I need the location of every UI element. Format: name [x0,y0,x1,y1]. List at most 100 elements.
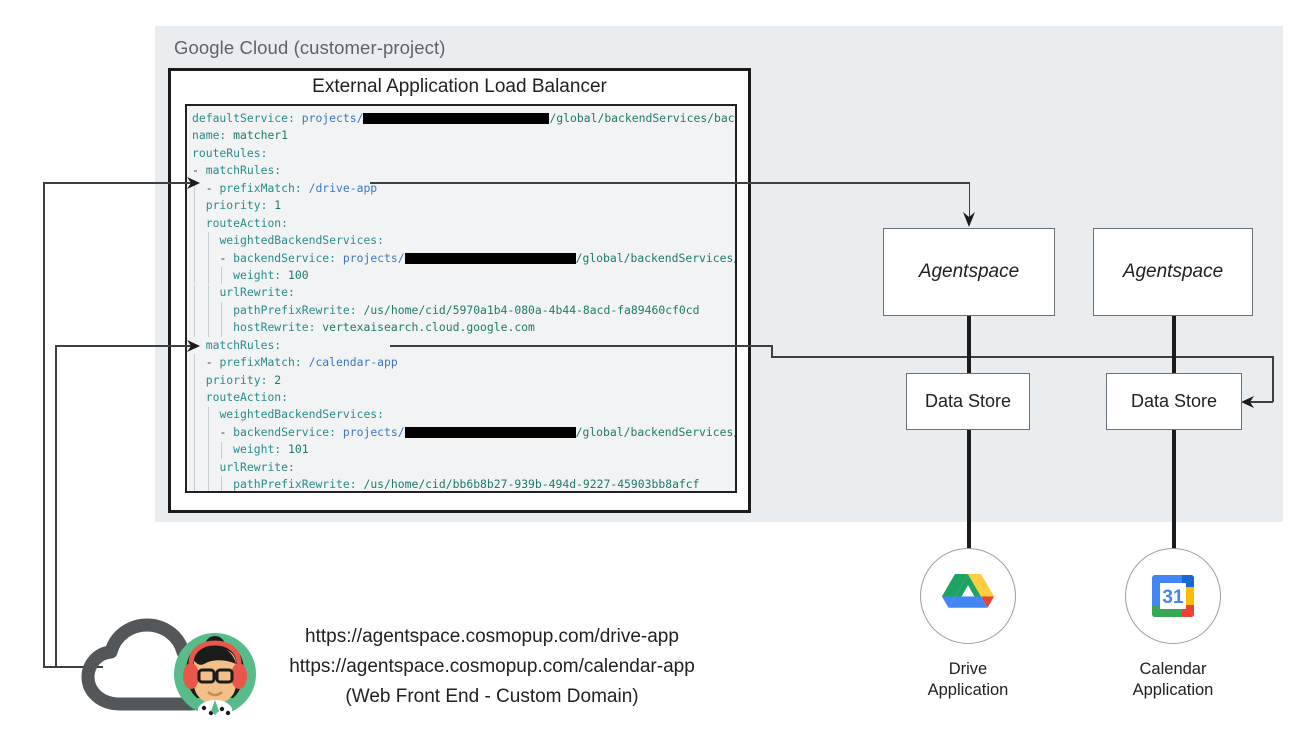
indent-guide [194,441,195,459]
line-calendar-route-vertical-2 [1272,356,1274,402]
indent-guide [221,267,223,285]
arrowhead-drive-prefixmatch [187,177,200,189]
arrowhead-calendar-prefixmatch [187,340,200,352]
indent-guide [194,267,195,285]
yaml-line: weightedBackendServices: [219,407,385,422]
indent-guide [207,406,209,425]
indent-guide [194,301,195,320]
indent-guide [194,459,195,477]
indent-guide [207,232,209,250]
calendar-label-line2: Application [1132,681,1214,699]
connector-agentspace1-datastore1 [967,316,971,373]
arrowhead-into-datastore-2 [1241,396,1254,408]
yaml-line: weight: 101 [233,442,309,457]
agentspace-box-2-label: Agentspace [1122,261,1224,282]
indent-guide [221,319,223,337]
yaml-line: - backendService: projects//global/backe… [219,424,735,439]
google-calendar-icon: 31 [1152,575,1194,617]
indent-guide [221,476,223,491]
drive-label-line1: Drive [948,660,988,678]
indent-guide [194,406,195,425]
indent-guide [194,389,195,407]
indent-guide [194,197,195,215]
yaml-line: - prefixMatch: /drive-app [205,180,378,195]
indent-guide [207,441,209,459]
indent-guide [194,371,195,390]
yaml-line: defaultService: projects//global/backend… [192,111,735,125]
drive-url[interactable]: https://agentspace.cosmopup.com/drive-ap… [305,626,679,647]
indent-guide [194,284,195,302]
yaml-line: - backendService: projects//global/backe… [219,250,735,265]
indent-guide [194,319,195,337]
line-calendar-route-horizontal-1 [390,345,772,347]
yaml-line: urlRewrite: [219,459,295,474]
yaml-line: - prefixMatch: /calendar-app [205,355,398,370]
yaml-line: weight: 100 [233,267,309,282]
indent-guide [194,232,195,250]
agentspace-box-2[interactable]: Agentspace [1093,228,1253,316]
yaml-line: weightedBackendServices: [219,233,385,248]
line-calendar-route-horizontal-3 [1250,401,1273,403]
cloud-user-endpoint[interactable] [78,612,278,722]
redaction-bar [363,113,550,124]
google-drive-icon [941,573,995,608]
yaml-line: hostRewrite: vertexaisearch.cloud.google… [233,320,535,335]
calendar-url[interactable]: https://agentspace.cosmopup.com/calendar… [289,656,695,677]
calendar-application-label: Calendar Application [1093,659,1253,701]
connector-datastore2-calendar-app [1172,430,1176,549]
arrowhead-into-agentspace-1 [963,212,975,227]
indent-guide [194,214,195,233]
data-store-box-2-label: Data Store [1130,391,1218,411]
calendar-label-line1: Calendar [1139,660,1207,678]
data-store-box-1-label: Data Store [924,391,1012,411]
line-drive-route-horizontal [370,182,970,184]
data-store-box-2[interactable]: Data Store [1106,373,1242,430]
load-balancer-title: External Application Load Balancer [312,76,607,97]
yaml-line: pathPrefixRewrite: /us/home/cid/bb6b8b27… [233,477,700,492]
connector-agentspace2-datastore2 [1172,316,1176,373]
yaml-line: - matchRules: [192,163,282,178]
indent-guide [207,284,209,302]
google-cloud-panel-title: Google Cloud (customer-project) [174,37,446,58]
redaction-bar [404,426,576,438]
connector-datastore1-drive-app [967,430,971,549]
data-store-box-1[interactable]: Data Store [906,373,1030,430]
line-to-drive-prefixmatch [43,182,193,184]
line-to-calendar-prefixmatch [55,345,193,347]
indent-guide [207,476,209,491]
yaml-line: routeAction: [205,390,289,404]
agentspace-box-1-label: Agentspace [918,261,1020,282]
yaml-line: routeRules: [192,145,268,160]
indent-guide [194,249,195,268]
yaml-line: pathPrefixRewrite: /us/home/cid/5970a1b4… [233,302,700,317]
yaml-line: urlRewrite: [219,285,295,300]
indent-guide [194,424,195,442]
drive-label-line2: Application [927,681,1009,699]
line-calendar-route-step-vertical [771,345,773,357]
calendar-application-circle[interactable]: 31 [1125,548,1221,644]
indent-guide [207,424,209,442]
redaction-bar [404,252,576,264]
line-calendar-route-horizontal-2 [771,356,1273,358]
indent-guide [194,354,195,372]
calendar-day-number: 31 [1162,587,1184,608]
indent-guide [207,267,209,285]
indent-guide [221,301,223,320]
yaml-line: routeAction: [205,215,289,230]
user-avatar [174,633,256,716]
indent-guide [207,319,209,337]
indent-guide [207,249,209,268]
indent-guide [207,301,209,320]
indent-guide [207,459,209,477]
line-left-trunk-calendar [55,345,57,667]
yaml-line: priority: 2 [205,372,282,387]
agentspace-box-1[interactable]: Agentspace [883,228,1055,316]
yaml-line: priority: 1 [205,198,282,213]
frontend-url-block: https://agentspace.cosmopup.com/drive-ap… [282,622,702,712]
line-drive-route-vertical [968,182,970,218]
indent-guide [221,441,223,459]
indent-guide [194,476,195,491]
drive-application-circle[interactable] [920,548,1016,644]
yaml-lines: defaultService: projects//global/backend… [192,110,735,492]
